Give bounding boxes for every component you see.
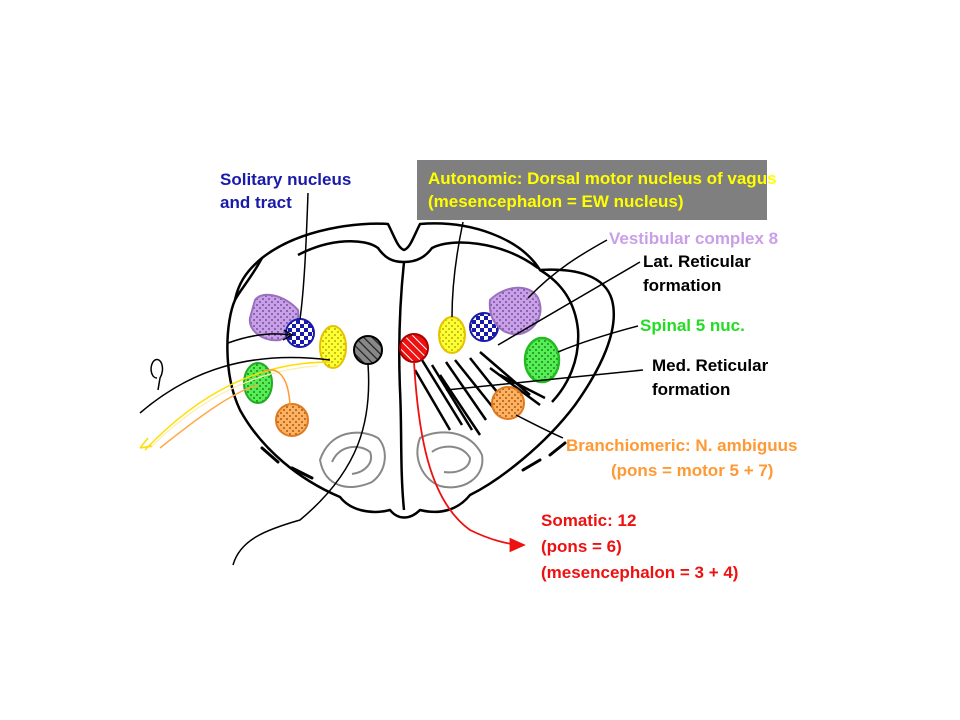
label-somatic-line2: (pons = 6) bbox=[541, 537, 622, 556]
label-solitary-line1: Solitary nucleus bbox=[220, 170, 351, 189]
dorsal-motor-vagus-right bbox=[438, 316, 466, 354]
hypoglossal-nucleus-right bbox=[399, 333, 429, 363]
hypoglossal-fiber-right bbox=[413, 361, 526, 553]
inferior-olives bbox=[318, 431, 484, 489]
vagus-nerve-fibers bbox=[139, 329, 331, 451]
hypoglossal-fiber-left bbox=[232, 363, 370, 566]
label-lat-reticular-line2: formation bbox=[643, 276, 721, 295]
labels: Solitary nucleus and tract Autonomic: Do… bbox=[220, 169, 797, 582]
label-med-reticular-line2: formation bbox=[652, 380, 730, 399]
label-spinal5: Spinal 5 nuc. bbox=[640, 316, 745, 335]
label-somatic-line3: (mesencephalon = 3 + 4) bbox=[541, 563, 738, 582]
vestibular-nucleus-right bbox=[488, 286, 542, 336]
med-reticular-hatching bbox=[413, 351, 546, 436]
label-autonomic-line2: (mesencephalon = EW nucleus) bbox=[428, 192, 684, 211]
label-solitary-line2: and tract bbox=[220, 193, 292, 212]
pointer-lines bbox=[299, 192, 644, 439]
label-med-reticular-line1: Med. Reticular bbox=[652, 356, 769, 375]
spinal-5-nucleus-right bbox=[523, 336, 561, 384]
autonomic-label-box bbox=[417, 160, 767, 220]
nucleus-ambiguus-left bbox=[275, 403, 309, 437]
label-vestibular: Vestibular complex 8 bbox=[609, 229, 778, 248]
label-lat-reticular-line1: Lat. Reticular bbox=[643, 252, 751, 271]
medulla-outline bbox=[226, 222, 615, 519]
spinal-5-nucleus-left bbox=[243, 362, 273, 404]
label-branchiomeric-line1: Branchiomeric: N. ambiguus bbox=[566, 436, 797, 455]
label-branchiomeric-line2: (pons = motor 5 + 7) bbox=[611, 461, 773, 480]
nucleus-ambiguus-right bbox=[491, 386, 525, 420]
hypoglossal-nucleus-left bbox=[353, 335, 383, 365]
tract-marks bbox=[260, 441, 567, 480]
label-somatic-line1: Somatic: 12 bbox=[541, 511, 636, 530]
dorsal-motor-vagus-left bbox=[319, 325, 347, 369]
label-autonomic-line1: Autonomic: Dorsal motor nucleus of vagus bbox=[428, 169, 777, 188]
